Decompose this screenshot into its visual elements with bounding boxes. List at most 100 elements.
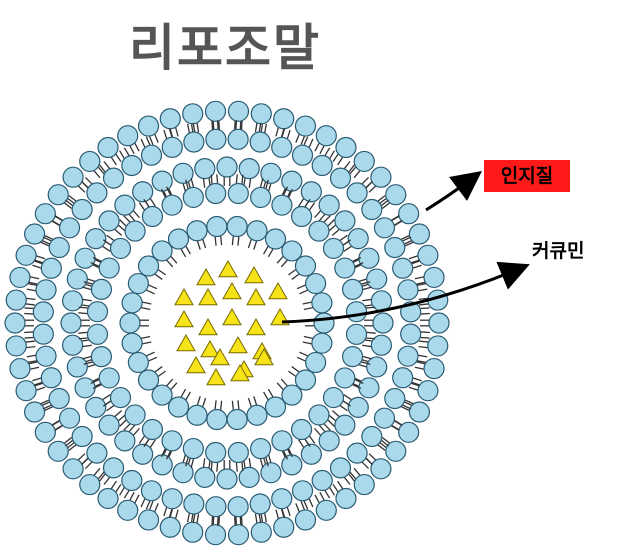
lipid-tail	[168, 128, 173, 138]
lipid-head	[186, 404, 208, 426]
lipid-tail	[149, 198, 156, 207]
lipid-tail	[110, 157, 117, 166]
lipid-tail	[418, 354, 428, 358]
lipid-head	[182, 186, 204, 209]
lipid-tail	[254, 123, 258, 133]
lipid-tail	[298, 198, 305, 207]
lipid-head	[86, 182, 108, 204]
lipid-head	[311, 469, 333, 492]
lipid-tail	[36, 386, 46, 391]
lipid-tail	[394, 219, 403, 226]
curcumin-molecule	[174, 287, 194, 306]
lipid-tail	[114, 229, 123, 236]
lipid-tail	[216, 174, 219, 184]
lipid-tail	[410, 260, 420, 265]
lipid-head	[246, 220, 268, 242]
lipid-tail	[288, 188, 294, 198]
lipid-tail	[118, 224, 126, 232]
lipid-head	[341, 346, 364, 368]
lipid-tail	[32, 264, 42, 269]
curcumin-molecule	[198, 317, 218, 336]
lipid-head	[249, 131, 271, 153]
lipid-tail	[377, 444, 386, 451]
lipid-tail	[26, 354, 36, 358]
lipid-tail	[324, 490, 331, 499]
lipid-head	[361, 198, 383, 221]
lipid-tail	[286, 507, 291, 517]
lipid-head	[294, 369, 317, 391]
lipid-tail	[366, 331, 376, 334]
lipid-tail	[106, 234, 115, 241]
lipid-tail	[400, 235, 410, 241]
lipid-tail	[352, 384, 362, 390]
lipid-tail	[143, 198, 150, 208]
lipid-head	[250, 103, 272, 125]
lipid-tail	[154, 366, 163, 373]
lipid-tail	[295, 134, 300, 143]
lipid-tail	[34, 260, 44, 265]
lipid-tail	[365, 180, 373, 189]
lipid-head	[271, 194, 293, 216]
lipid-head	[370, 334, 393, 356]
lipid-head	[397, 279, 419, 301]
lipid-tail	[235, 120, 238, 130]
lipid-tail	[309, 202, 316, 211]
lipid-head	[34, 203, 56, 225]
lipid-head	[109, 237, 132, 260]
lipid-tail	[263, 391, 269, 401]
lipid-tail	[154, 273, 163, 280]
lipid-head	[66, 268, 88, 290]
lipid-tail	[343, 161, 351, 169]
lipid-head	[271, 136, 293, 158]
lipid-head	[61, 290, 84, 312]
lipid-head	[117, 125, 139, 147]
lipid-tail	[304, 198, 311, 208]
lipid-head	[5, 335, 27, 357]
lipid-tail	[141, 307, 151, 311]
lipid-tail	[26, 288, 36, 292]
lipid-tail	[160, 188, 166, 198]
lipid-tail	[51, 219, 60, 226]
lipid-tail	[381, 437, 390, 444]
lipid-tail	[90, 261, 100, 267]
lipid-tail	[133, 210, 140, 219]
lipid-tail	[123, 423, 131, 431]
lipid-head	[384, 387, 406, 410]
lipid-tail	[97, 166, 105, 175]
lipid-head	[294, 115, 317, 137]
curcumin-molecule	[246, 317, 266, 336]
lipid-tail	[302, 301, 312, 305]
lipid-head	[35, 345, 57, 367]
lipid-tail	[327, 219, 335, 227]
lipid-tail	[349, 471, 357, 480]
lipid-head	[318, 430, 340, 452]
lipid-pointer-arrow	[425, 171, 483, 212]
lipid-tail	[420, 307, 430, 310]
lipid-tail	[329, 487, 335, 496]
lipid-tail	[415, 361, 426, 365]
lipid-head	[86, 442, 108, 464]
lipid-tail	[368, 453, 377, 461]
lipid-tail	[216, 516, 219, 526]
lipid-head	[161, 430, 183, 452]
lipid-head	[238, 466, 260, 489]
lipid-head	[137, 369, 160, 391]
lipid-tail	[82, 355, 92, 360]
lipid-tail	[146, 351, 155, 357]
lipid-head	[281, 454, 303, 476]
lipid-tail	[280, 259, 288, 268]
lipid-tail	[214, 400, 217, 410]
lipid-tail	[343, 477, 351, 485]
lipid-tail	[231, 236, 234, 246]
lipid-tail	[140, 498, 146, 508]
lipid-head	[124, 404, 146, 426]
lipid-tail	[265, 457, 269, 467]
lipid-head	[271, 430, 293, 452]
lipid-tail	[275, 127, 279, 137]
lipid-head	[423, 357, 445, 380]
lipid-tail	[343, 245, 352, 252]
lipid-head	[428, 312, 450, 334]
lipid-tail	[40, 399, 50, 405]
lipid-head	[90, 278, 113, 300]
lipid-head	[4, 312, 26, 334]
